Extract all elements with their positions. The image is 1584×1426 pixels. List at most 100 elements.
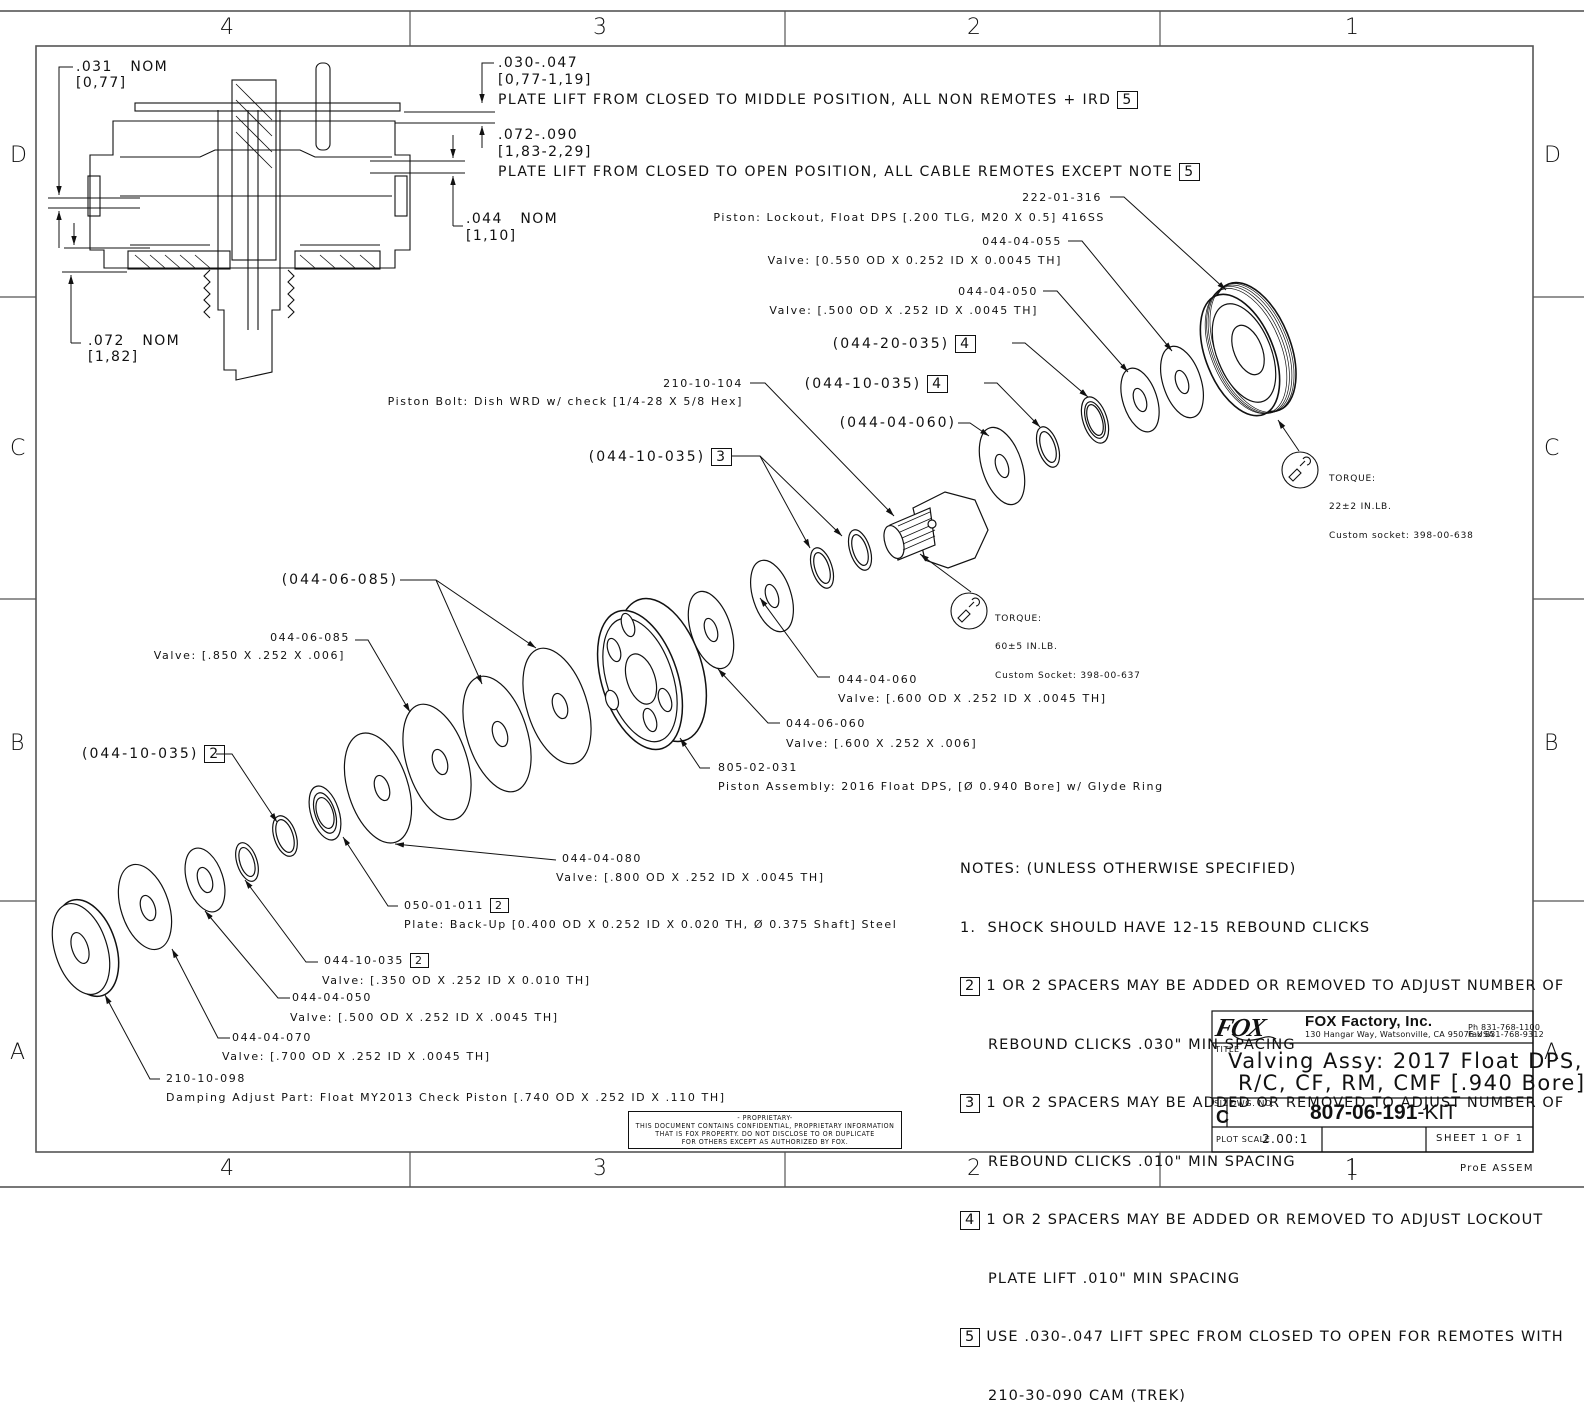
part-044-10-035b2: [847, 529, 873, 571]
zone-left-c: C: [10, 436, 26, 461]
lift-middle-metric: [0,77-1,19]: [498, 72, 592, 88]
part-number: 050-01-011: [404, 899, 484, 912]
leader-lines: [104, 196, 1300, 1080]
callout-044-04-055: 044-04-055: [982, 235, 1062, 248]
plot-scale-label: PLOT SCALE: [1216, 1135, 1271, 1144]
software-label: ProE ASSEM: [1460, 1163, 1534, 1174]
drawing-title-line1: Valving Assy: 2017 Float DPS,: [1228, 1049, 1583, 1073]
part-number: 044-10-035: [324, 954, 404, 967]
note-number: 4: [960, 1211, 981, 1230]
callout-222-01-316: 222-01-316: [1022, 192, 1102, 203]
zone-left-a: A: [10, 1040, 26, 1065]
note-line: USE .030-.047 LIFT SPEC FROM CLOSED TO O…: [986, 1329, 1564, 1345]
zone-top-4: 4: [220, 15, 234, 40]
dim-tol: NOM: [142, 333, 181, 349]
callout-044-04-050b: 044-04-050: [292, 991, 372, 1004]
zone-bottom-3: 3: [593, 1156, 607, 1181]
drawing-number: 807-06-191-KIT: [1310, 1102, 1457, 1123]
callout-044-10-035c: (044-10-035) 2: [82, 745, 226, 763]
part-number: (044-10-035): [588, 449, 706, 465]
part-number: (044-10-035): [82, 746, 199, 762]
part-044-04-060a: [978, 426, 1026, 506]
callout-222-01-316-desc: Piston: Lockout, Float DPS [.200 TLG, M2…: [713, 211, 1105, 224]
callout-805-02-031-desc: Piston Assembly: 2016 Float DPS, [Ø 0.94…: [718, 780, 1164, 793]
sheet-border: [0, 10, 1584, 1188]
callout-044-06-085b: 044-06-085: [270, 631, 350, 644]
company-address: 130 Hangar Way, Watsonville, CA 95076 US…: [1305, 1030, 1495, 1039]
torque-note-bolt: TORQUE: 60±5 IN.LB. Custom Socket: 398-0…: [995, 596, 1141, 690]
exploded-parts: [51, 281, 1297, 998]
note-number: 1.: [960, 919, 977, 936]
callout-044-04-060a: (044-04-060): [839, 415, 956, 431]
lift-text: PLATE LIFT FROM CLOSED TO MIDDLE POSITIO…: [498, 92, 1112, 108]
callout-044-04-070: 044-04-070: [232, 1031, 312, 1044]
part-044-10-035d: [235, 842, 259, 882]
proprietary-line: THAT IS FOX PROPERTY. DO NOT DISCLOSE TO…: [655, 1130, 875, 1139]
callout-210-10-104-desc: Piston Bolt: Dish WRD w/ check [1/4-28 X…: [387, 395, 743, 408]
note-line: 1 OR 2 SPACERS MAY BE ADDED OR REMOVED T…: [986, 978, 1565, 994]
dim-031-metric: [0,77]: [76, 75, 127, 91]
part-210-10-104: [883, 491, 989, 569]
note-ref-5: 5: [1179, 163, 1200, 181]
drawing-title-line2: R/C, CF, RM, CMF [.940 Bore]: [1238, 1071, 1584, 1095]
lift-middle-value: .030-.047: [498, 55, 578, 71]
callout-805-02-031: 805-02-031: [718, 761, 798, 774]
note-ref-2: 2: [204, 745, 226, 763]
note-line: 210-30-090 CAM (TREK): [988, 1387, 1187, 1404]
zone-bottom-4: 4: [220, 1156, 234, 1181]
wrench-icon: [1281, 451, 1319, 489]
part-044-04-060b: [750, 559, 794, 633]
note-1: 1. SHOCK SHOULD HAVE 12-15 REBOUND CLICK…: [960, 919, 1564, 939]
part-050-01-011: [308, 785, 342, 841]
dim-tol: NOM: [130, 59, 169, 75]
dim-031: .031 NOM: [76, 60, 168, 74]
dwg-no-label: DWG. NO.: [1230, 1099, 1275, 1108]
zone-right-d: D: [1544, 143, 1561, 168]
section-view: [87, 62, 411, 381]
note-line: 1 OR 2 SPACERS MAY BE ADDED OR REMOVED T…: [986, 1095, 1565, 1111]
dim-value: .031: [76, 59, 113, 75]
torque-label: TORQUE:: [1329, 473, 1376, 484]
sheet-size: C: [1216, 1107, 1231, 1127]
part-044-10-035a: [1035, 426, 1061, 468]
callout-210-10-104: 210-10-104: [663, 377, 743, 390]
callout-044-04-080: 044-04-080: [562, 852, 642, 865]
torque-socket: Custom Socket: 398-00-637: [995, 670, 1141, 681]
part-222-01-316: [1199, 281, 1297, 417]
dim-value: .044: [466, 211, 503, 227]
company-fax: Fax 831-768-9312: [1468, 1030, 1544, 1039]
zone-bottom-1: 1: [1345, 1156, 1359, 1181]
part-805-02-031: [596, 597, 708, 751]
note-line: REBOUND CLICKS .030" MIN SPACING: [988, 1036, 1296, 1053]
callout-044-04-050a-desc: Valve: [.500 OD X .252 ID X .0045 TH]: [769, 304, 1038, 317]
dim-044: .044 NOM: [466, 212, 558, 226]
proprietary-heading: - PROPRIETARY-: [737, 1114, 793, 1122]
callout-044-04-080-desc: Valve: [.800 OD X .252 ID X .0045 TH]: [556, 871, 825, 884]
fox-logo: FOX: [1213, 1013, 1267, 1042]
dim-072-metric: [1,82]: [88, 349, 139, 365]
lift-open-metric: [1,83-2,29]: [498, 144, 592, 160]
callout-044-10-035b: (044-10-035)3: [589, 448, 732, 466]
callout-044-04-070-desc: Valve: [.700 OD X .252 ID X .0045 TH]: [222, 1050, 491, 1063]
note-ref-5: 5: [1117, 91, 1138, 109]
zone-right-c: C: [1544, 436, 1560, 461]
lift-open-value: .072-.090: [498, 127, 578, 143]
torque-label: TORQUE:: [995, 613, 1042, 624]
part-044-04-050b: [184, 847, 226, 913]
part-044-04-050a: [1120, 367, 1160, 433]
zone-top-3: 3: [593, 15, 607, 40]
proprietary-notice: - PROPRIETARY- THIS DOCUMENT CONTAINS CO…: [628, 1111, 902, 1149]
wrench-icon: [950, 592, 988, 630]
torque-value: 22±2 IN.LB.: [1329, 502, 1392, 513]
lift-text: PLATE LIFT FROM CLOSED TO OPEN POSITION,…: [498, 164, 1174, 180]
title-label: TITLE: [1215, 1045, 1240, 1054]
part-044-10-035b1: [809, 547, 835, 589]
plot-scale: 2.00:1: [1262, 1132, 1309, 1146]
company-name: FOX Factory, Inc.: [1305, 1013, 1433, 1030]
part-number: (044-20-035): [832, 336, 950, 352]
note-number: 2: [960, 977, 981, 996]
dim-072: .072 NOM: [88, 334, 180, 348]
